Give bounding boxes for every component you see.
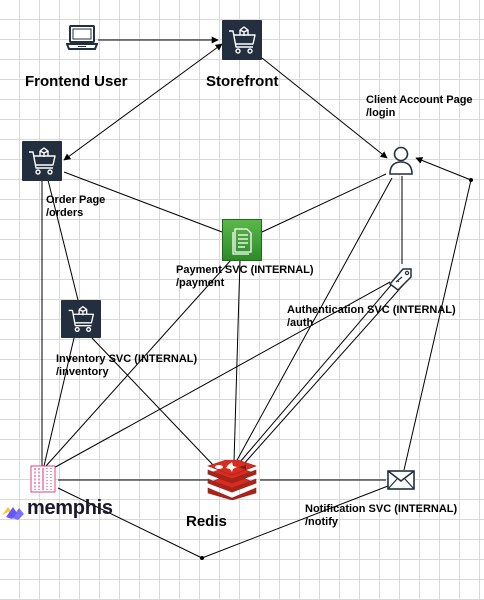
edge-redis-client (235, 177, 393, 463)
auth-svc-label-line2: /auth (287, 317, 314, 329)
auth-svc-node[interactable] (387, 264, 417, 292)
edge-storefront-order (63, 43, 223, 161)
memphis-broker-icon (30, 465, 56, 493)
payment-svc-label: Payment SVC (INTERNAL) /payment (176, 264, 314, 290)
inventory-svc-label: Inventory SVC (INTERNAL) /inventory (56, 353, 197, 379)
edge-order-inventory (47, 179, 79, 301)
notification-svc-label-line1: Notification SVC (INTERNAL) (305, 503, 458, 515)
edge-order-payment (63, 171, 223, 233)
edge-auth-memphis (49, 281, 391, 471)
user-icon (389, 146, 413, 175)
memphis-logo: memphis (0, 497, 113, 521)
redis-icon (207, 457, 257, 501)
client-account-node[interactable] (388, 145, 414, 175)
cart-icon (29, 147, 56, 175)
payment-svc-node[interactable] (222, 219, 262, 261)
memphis-label: memphis (27, 497, 113, 519)
notification-svc-node[interactable] (387, 470, 415, 490)
document-icon (232, 228, 252, 255)
frontend-user-node[interactable] (65, 24, 99, 52)
edge-storefront-client (261, 57, 388, 159)
inventory-svc-node[interactable] (61, 300, 101, 338)
redis-label: Redis (186, 513, 227, 530)
edge-auth-redis (239, 283, 393, 463)
edge-notify-redis (241, 283, 405, 467)
payment-svc-label-line1: Payment SVC (INTERNAL) (176, 264, 314, 276)
edge-junction-notify (201, 485, 389, 559)
order-page-label: Order Page /orders (46, 194, 105, 220)
edge-payment-redis (233, 259, 241, 463)
envelope-icon (387, 470, 415, 490)
notification-svc-label-line2: /notify (305, 516, 338, 528)
inventory-svc-label-line2: /inventory (56, 366, 109, 378)
inventory-svc-label-line1: Inventory SVC (INTERNAL) (56, 353, 198, 365)
edge-inventory-memphis (43, 337, 75, 467)
edge-payment-client (261, 173, 387, 233)
auth-svc-label-line1: Authentication SVC (INTERNAL) (287, 304, 456, 316)
client-account-label: Client Account Page /login (366, 94, 473, 120)
client-account-label-line2: /login (366, 107, 396, 119)
junction-dot (200, 556, 204, 560)
laptop-icon (65, 25, 99, 50)
memphis-node[interactable] (30, 465, 58, 493)
junction-dot (469, 178, 473, 182)
notification-svc-label: Notification SVC (INTERNAL) /notify (305, 503, 457, 529)
order-page-label-line2: /orders (46, 207, 84, 219)
auth-svc-label: Authentication SVC (INTERNAL) /auth (287, 304, 456, 330)
cart-icon (229, 26, 256, 54)
storefront-label: Storefront (206, 73, 279, 90)
memphis-logo-icon (2, 507, 24, 520)
payment-svc-label-line2: /payment (176, 277, 225, 289)
frontend-user-label: Frontend User (25, 73, 128, 90)
edge-inventory-redis (91, 337, 215, 467)
client-account-label-line1: Client Account Page (366, 94, 473, 106)
redis-node[interactable] (206, 457, 258, 501)
edge-memphis-junction (57, 487, 203, 559)
key-tag-icon (388, 268, 412, 291)
edge-payment-memphis (45, 259, 232, 467)
storefront-node[interactable] (222, 20, 262, 60)
order-page-label-line1: Order Page (46, 194, 106, 206)
edge-junction-client (415, 157, 472, 181)
edge-notify-junction (403, 179, 472, 471)
cart-icon (68, 305, 95, 333)
order-page-node[interactable] (22, 141, 62, 181)
